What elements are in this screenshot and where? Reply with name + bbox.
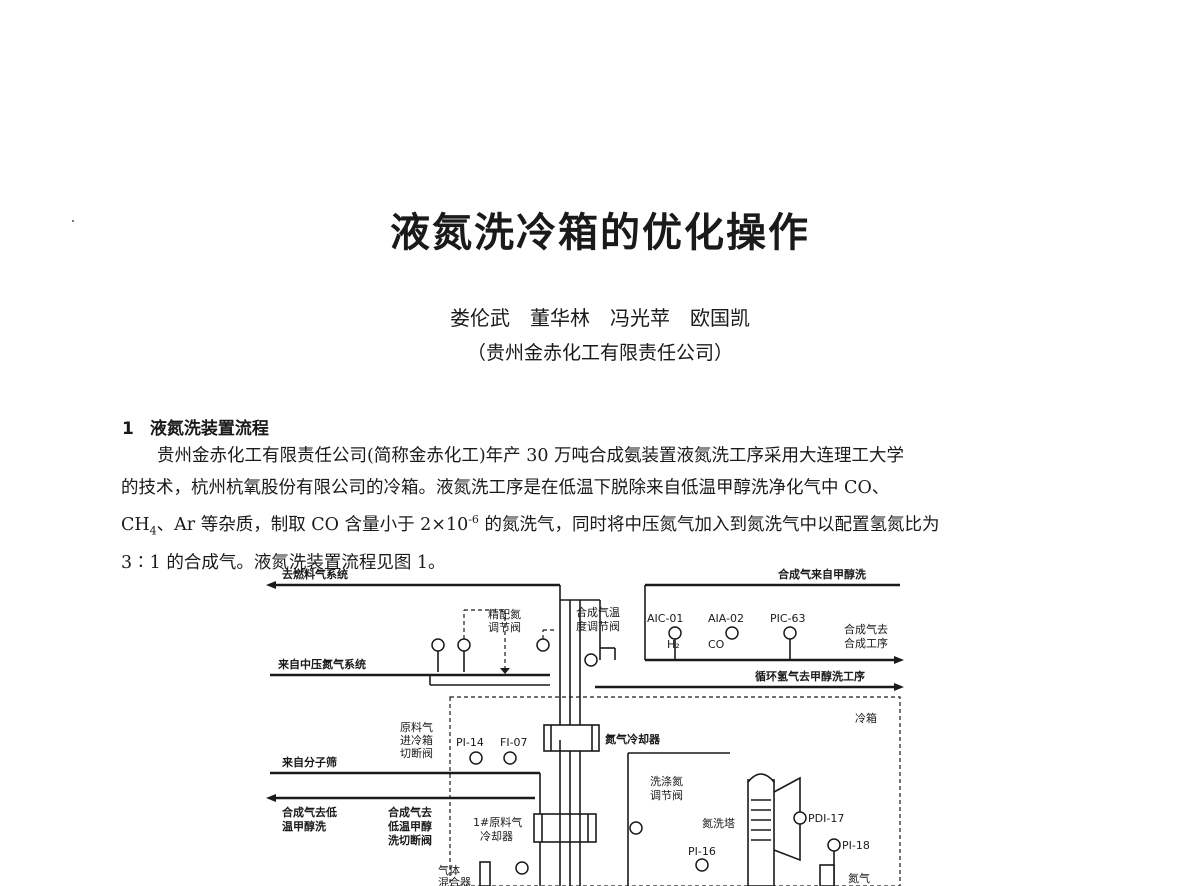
section-title: 液氮洗装置流程 xyxy=(149,419,269,439)
pic63-label: PIC-63 xyxy=(770,612,806,625)
gas-mixer-label-a: 气体 xyxy=(438,863,460,877)
paragraph-line-2: 的技术，杭州杭氧股份有限公司的冷箱。液氮洗工序是在低温下脱除来自低温甲醇洗净化气… xyxy=(121,478,890,498)
aic01-label: AIC-01 xyxy=(647,612,683,625)
aic01-sub-label: H₂ xyxy=(667,638,680,651)
article-authors: 娄伦武 董华林 冯光苹 欧国凯 xyxy=(450,306,750,330)
recycle-h2-label: 循环氢气去甲醇洗工序 xyxy=(755,669,865,683)
mol-sieve-label: 来自分子筛 xyxy=(281,755,337,769)
n2-cooler-label: 氮气冷却器 xyxy=(605,732,661,746)
pdi17-label: PDI-17 xyxy=(808,812,844,825)
syngas-to-lt-label-b: 温甲醇洗 xyxy=(282,819,326,833)
syngas-temp-valve-label-a: 合成气温 xyxy=(576,605,620,619)
section-heading: 1 液氮洗装置流程 xyxy=(122,414,269,439)
body-paragraph: 贵州金赤化工有限责任公司(简称金赤化工)年产 30 万吨合成氨装置液氮洗工序采用… xyxy=(121,440,1061,579)
syngas-from-methanol-label: 合成气来自甲醇洗 xyxy=(778,567,866,581)
feed-shutoff-label-c: 切断阀 xyxy=(400,746,433,760)
scan-speck xyxy=(72,220,74,222)
feed-shutoff-label-a: 原料气 xyxy=(400,720,433,734)
n2-wash-tower-label: 氮洗塔 xyxy=(702,816,735,830)
fuel-gas-label: 去燃料气系统 xyxy=(282,567,348,581)
section-number: 1 xyxy=(122,419,134,439)
process-flow-diagram: 去燃料气系统 合成气来自甲醇洗 精配氮 调节阀 合成气温 度调节阀 AIC-01… xyxy=(266,567,904,886)
syngas-to-lt-label-a: 合成气去低 xyxy=(282,805,337,819)
gas-mixer-label-b: 混合器 xyxy=(438,875,471,886)
article-title: 液氮洗冷箱的优化操作 xyxy=(390,209,810,256)
n2-label: 氮气 xyxy=(848,871,870,885)
syngas-temp-valve-label-b: 度调节阀 xyxy=(576,619,620,633)
syngas-lt-shutoff-label-b: 低温甲醇 xyxy=(387,819,432,833)
pi16-label: PI-16 xyxy=(688,845,716,858)
article-affiliation: （贵州金赤化工有限责任公司） xyxy=(466,342,733,364)
pi14-label: PI-14 xyxy=(456,736,484,749)
syngas-to-synthesis-label-a: 合成气去 xyxy=(844,622,888,636)
fi07-label: FI-07 xyxy=(500,736,528,749)
cold-box-label: 冷箱 xyxy=(855,711,877,725)
syngas-to-synthesis-label-b: 合成工序 xyxy=(844,636,888,650)
wash-n2-valve-label-a: 洗涤氮 xyxy=(650,774,683,788)
aia02-label: AIA-02 xyxy=(708,612,744,625)
paragraph-line-3: CH4、Ar 等杂质，制取 CO 含量小于 2×10-6 的氮洗气，同时将中压氮… xyxy=(121,513,940,538)
aia02-sub-label: CO xyxy=(708,638,725,651)
paragraph-line-4: 3∶1 的合成气。液氮洗装置流程见图 1。 xyxy=(121,553,446,574)
syngas-lt-shutoff-label-a: 合成气去 xyxy=(388,805,432,819)
feed-cooler-label-b: 冷却器 xyxy=(480,830,513,843)
wash-n2-valve-label-b: 调节阀 xyxy=(650,788,683,802)
syngas-lt-shutoff-label-c: 洗切断阀 xyxy=(388,833,432,847)
feed-cooler-label-a: 1#原料气 xyxy=(473,815,522,829)
paragraph-line-1: 贵州金赤化工有限责任公司(简称金赤化工)年产 30 万吨合成氨装置液氮洗工序采用… xyxy=(157,446,905,466)
pi18-label: PI-18 xyxy=(842,839,870,852)
feed-shutoff-label-b: 进冷箱 xyxy=(400,733,433,747)
mp-n2-label: 来自中压氮气系统 xyxy=(277,657,366,671)
